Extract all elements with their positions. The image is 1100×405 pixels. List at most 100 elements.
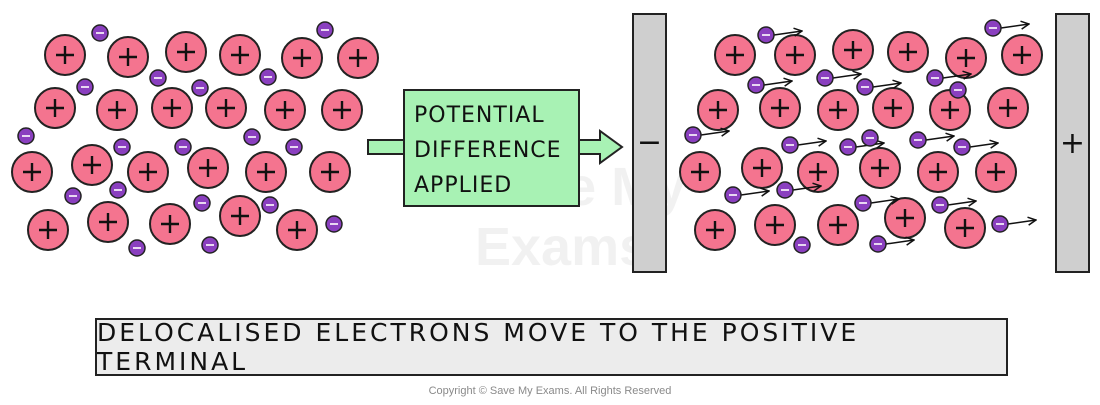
drift-arrow — [870, 199, 899, 203]
process-label-box — [403, 89, 580, 207]
positive-ion — [34, 87, 76, 129]
positive-ion — [697, 89, 739, 131]
positive-ion — [774, 34, 816, 76]
electron — [109, 181, 127, 199]
positive-ion — [264, 89, 306, 131]
positive-ion — [944, 207, 986, 249]
electron — [243, 128, 261, 146]
positive-ion — [1001, 34, 1043, 76]
drift-arrow — [773, 31, 802, 35]
positive-ion — [714, 34, 756, 76]
drift-arrow — [700, 131, 729, 135]
positive-ion — [929, 89, 971, 131]
positive-ion — [754, 204, 796, 246]
positive-ion — [219, 34, 261, 76]
positive-ion — [187, 147, 229, 189]
positive-ion — [887, 31, 929, 73]
positive-ion — [151, 87, 193, 129]
drift-arrow — [763, 81, 792, 85]
positive-ion — [797, 151, 839, 193]
drift-arrow — [792, 186, 821, 190]
electron — [91, 24, 109, 42]
positive-ion — [87, 201, 129, 243]
drift-arrow — [797, 141, 826, 145]
moving-electron — [869, 235, 914, 253]
moving-electron — [747, 76, 792, 94]
positive-ion — [759, 87, 801, 129]
moving-electron — [856, 78, 901, 96]
block-arrow-head — [577, 129, 624, 165]
moving-electron — [984, 19, 1029, 37]
positive-ion — [205, 87, 247, 129]
positive-ion — [96, 89, 138, 131]
electron — [861, 129, 879, 147]
positive-ion — [741, 147, 783, 189]
positive-terminal: + — [1055, 13, 1090, 273]
moving-electron — [816, 69, 861, 87]
positive-ion — [245, 151, 287, 193]
process-label-line-3: APPLIED — [414, 173, 512, 198]
electron — [191, 79, 209, 97]
moving-electron — [757, 26, 802, 44]
electron — [64, 187, 82, 205]
positive-terminal-plate — [1055, 13, 1090, 273]
positive-ion — [11, 151, 53, 193]
drift-arrow — [969, 143, 998, 147]
electron — [128, 239, 146, 257]
positive-terminal-symbol: + — [1060, 126, 1085, 161]
electron — [261, 196, 279, 214]
copyright-notice: Copyright © Save My Exams. All Rights Re… — [428, 385, 672, 397]
negative-terminal: − — [632, 13, 667, 273]
electron — [259, 68, 277, 86]
drift-arrow — [947, 201, 976, 205]
negative-terminal-symbol: − — [637, 125, 662, 160]
drift-arrow — [872, 83, 901, 87]
electron — [174, 138, 192, 156]
moving-electron — [854, 194, 899, 212]
electron — [325, 215, 343, 233]
process-arrow: POTENTIAL DIFFERENCE APPLIED — [367, 89, 624, 207]
moving-electron — [953, 138, 998, 156]
moving-electron — [909, 131, 954, 149]
positive-ion — [219, 195, 261, 237]
negative-terminal-plate — [632, 13, 667, 273]
positive-ion — [71, 144, 113, 186]
positive-ion — [817, 204, 859, 246]
positive-ion — [321, 89, 363, 131]
moving-electron — [926, 69, 971, 87]
positive-ion — [917, 151, 959, 193]
moving-electron — [684, 126, 729, 144]
moving-electron — [724, 186, 769, 204]
caption-box: DELOCALISED ELECTRONS MOVE TO THE POSITI… — [95, 318, 1008, 376]
process-label-line-1: POTENTIAL — [414, 103, 545, 128]
electron — [285, 138, 303, 156]
positive-ion — [309, 151, 351, 193]
electron — [149, 69, 167, 87]
positive-ion — [945, 37, 987, 79]
positive-ion — [694, 209, 736, 251]
positive-ion — [165, 31, 207, 73]
lattice-after — [679, 19, 1043, 254]
positive-ion — [149, 203, 191, 245]
positive-ion — [27, 209, 69, 251]
positive-ion — [884, 197, 926, 239]
positive-ion — [44, 34, 86, 76]
electron — [193, 194, 211, 212]
positive-ion — [987, 87, 1029, 129]
electron — [793, 236, 811, 254]
moving-electron — [781, 136, 826, 154]
electron — [201, 236, 219, 254]
positive-ion — [872, 87, 914, 129]
positive-ion — [975, 151, 1017, 193]
electron — [949, 81, 967, 99]
electron — [113, 138, 131, 156]
positive-ion — [832, 29, 874, 71]
lattice-before — [11, 21, 379, 257]
electron — [76, 78, 94, 96]
positive-ion — [337, 37, 379, 79]
process-label-line-2: DIFFERENCE — [414, 138, 562, 163]
drift-arrow — [832, 74, 861, 78]
positive-ion — [817, 89, 859, 131]
electron — [316, 21, 334, 39]
